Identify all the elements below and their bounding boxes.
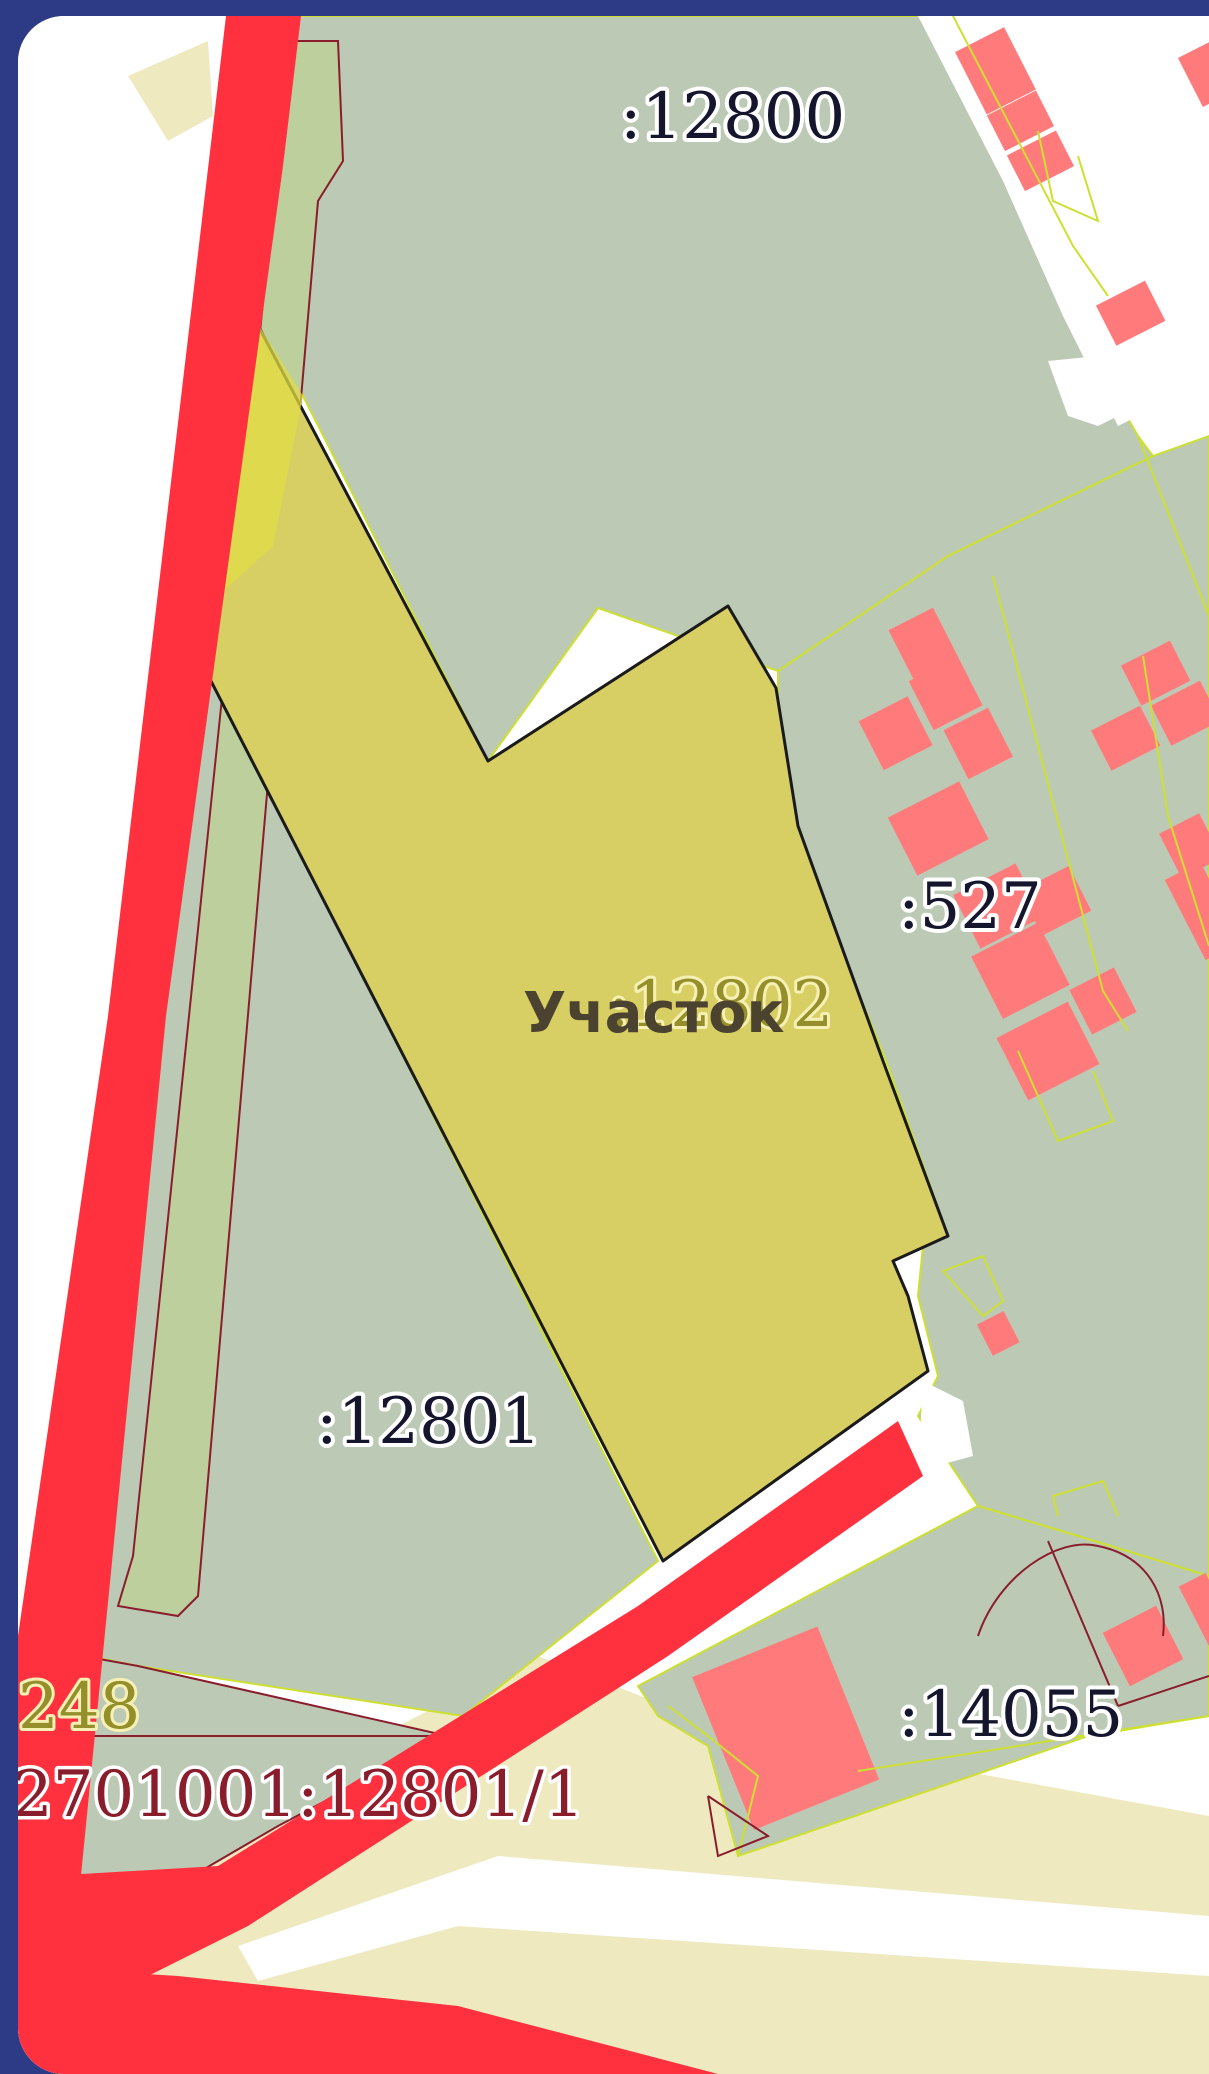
white-corridor xyxy=(918,16,1138,426)
label-2701001-12801-1: 2701001:12801/1 xyxy=(18,1758,584,1832)
cadastral-map[interactable]: :12800 :12802 Участок :527 :12801 :14055… xyxy=(18,16,1209,2074)
building xyxy=(1095,280,1166,346)
label-527: :527 xyxy=(898,870,1042,944)
road-west-main xyxy=(18,16,301,1926)
building xyxy=(1006,130,1075,192)
label-12802: :12802 xyxy=(608,968,833,1042)
parcel-12802-highlighted[interactable] xyxy=(191,314,950,1563)
label-12801: :12801 xyxy=(316,1385,541,1459)
highlight-tip xyxy=(218,316,303,596)
building xyxy=(1150,680,1209,746)
building xyxy=(976,1311,1020,1356)
building xyxy=(1178,1573,1209,1649)
building xyxy=(996,1001,1100,1101)
roads xyxy=(18,16,923,2074)
label-12800: :12800 xyxy=(620,80,845,154)
building xyxy=(953,863,1043,949)
building xyxy=(1019,866,1092,936)
highlighted-parcel-title: Участок xyxy=(523,981,785,1046)
building xyxy=(908,656,983,731)
building xyxy=(943,707,1013,780)
building xyxy=(971,922,1070,1019)
building xyxy=(692,1626,880,1831)
white-gap xyxy=(918,1381,973,1471)
parcel-boundaries xyxy=(667,16,1209,1857)
building xyxy=(955,27,1036,115)
label-248: 248 xyxy=(18,1670,140,1744)
white-gap-top xyxy=(1048,356,1128,426)
maroon-boundaries xyxy=(38,1540,1209,1858)
buildings xyxy=(692,27,1209,1831)
road-area-white-strip xyxy=(238,1856,1209,1981)
building xyxy=(1090,705,1161,771)
building xyxy=(1120,640,1191,706)
road-diagonal xyxy=(18,1421,923,1976)
building xyxy=(1159,813,1209,879)
road-area-top-left xyxy=(128,41,213,141)
building xyxy=(1164,861,1209,961)
building xyxy=(888,607,958,680)
label-14055: :14055 xyxy=(898,1678,1123,1752)
map-frame: :12800 :12802 Участок :527 :12801 :14055… xyxy=(18,16,1209,2074)
building xyxy=(986,90,1055,152)
road-bottom xyxy=(18,1966,718,2074)
building xyxy=(887,781,989,876)
building xyxy=(858,696,933,771)
building xyxy=(1177,39,1209,108)
